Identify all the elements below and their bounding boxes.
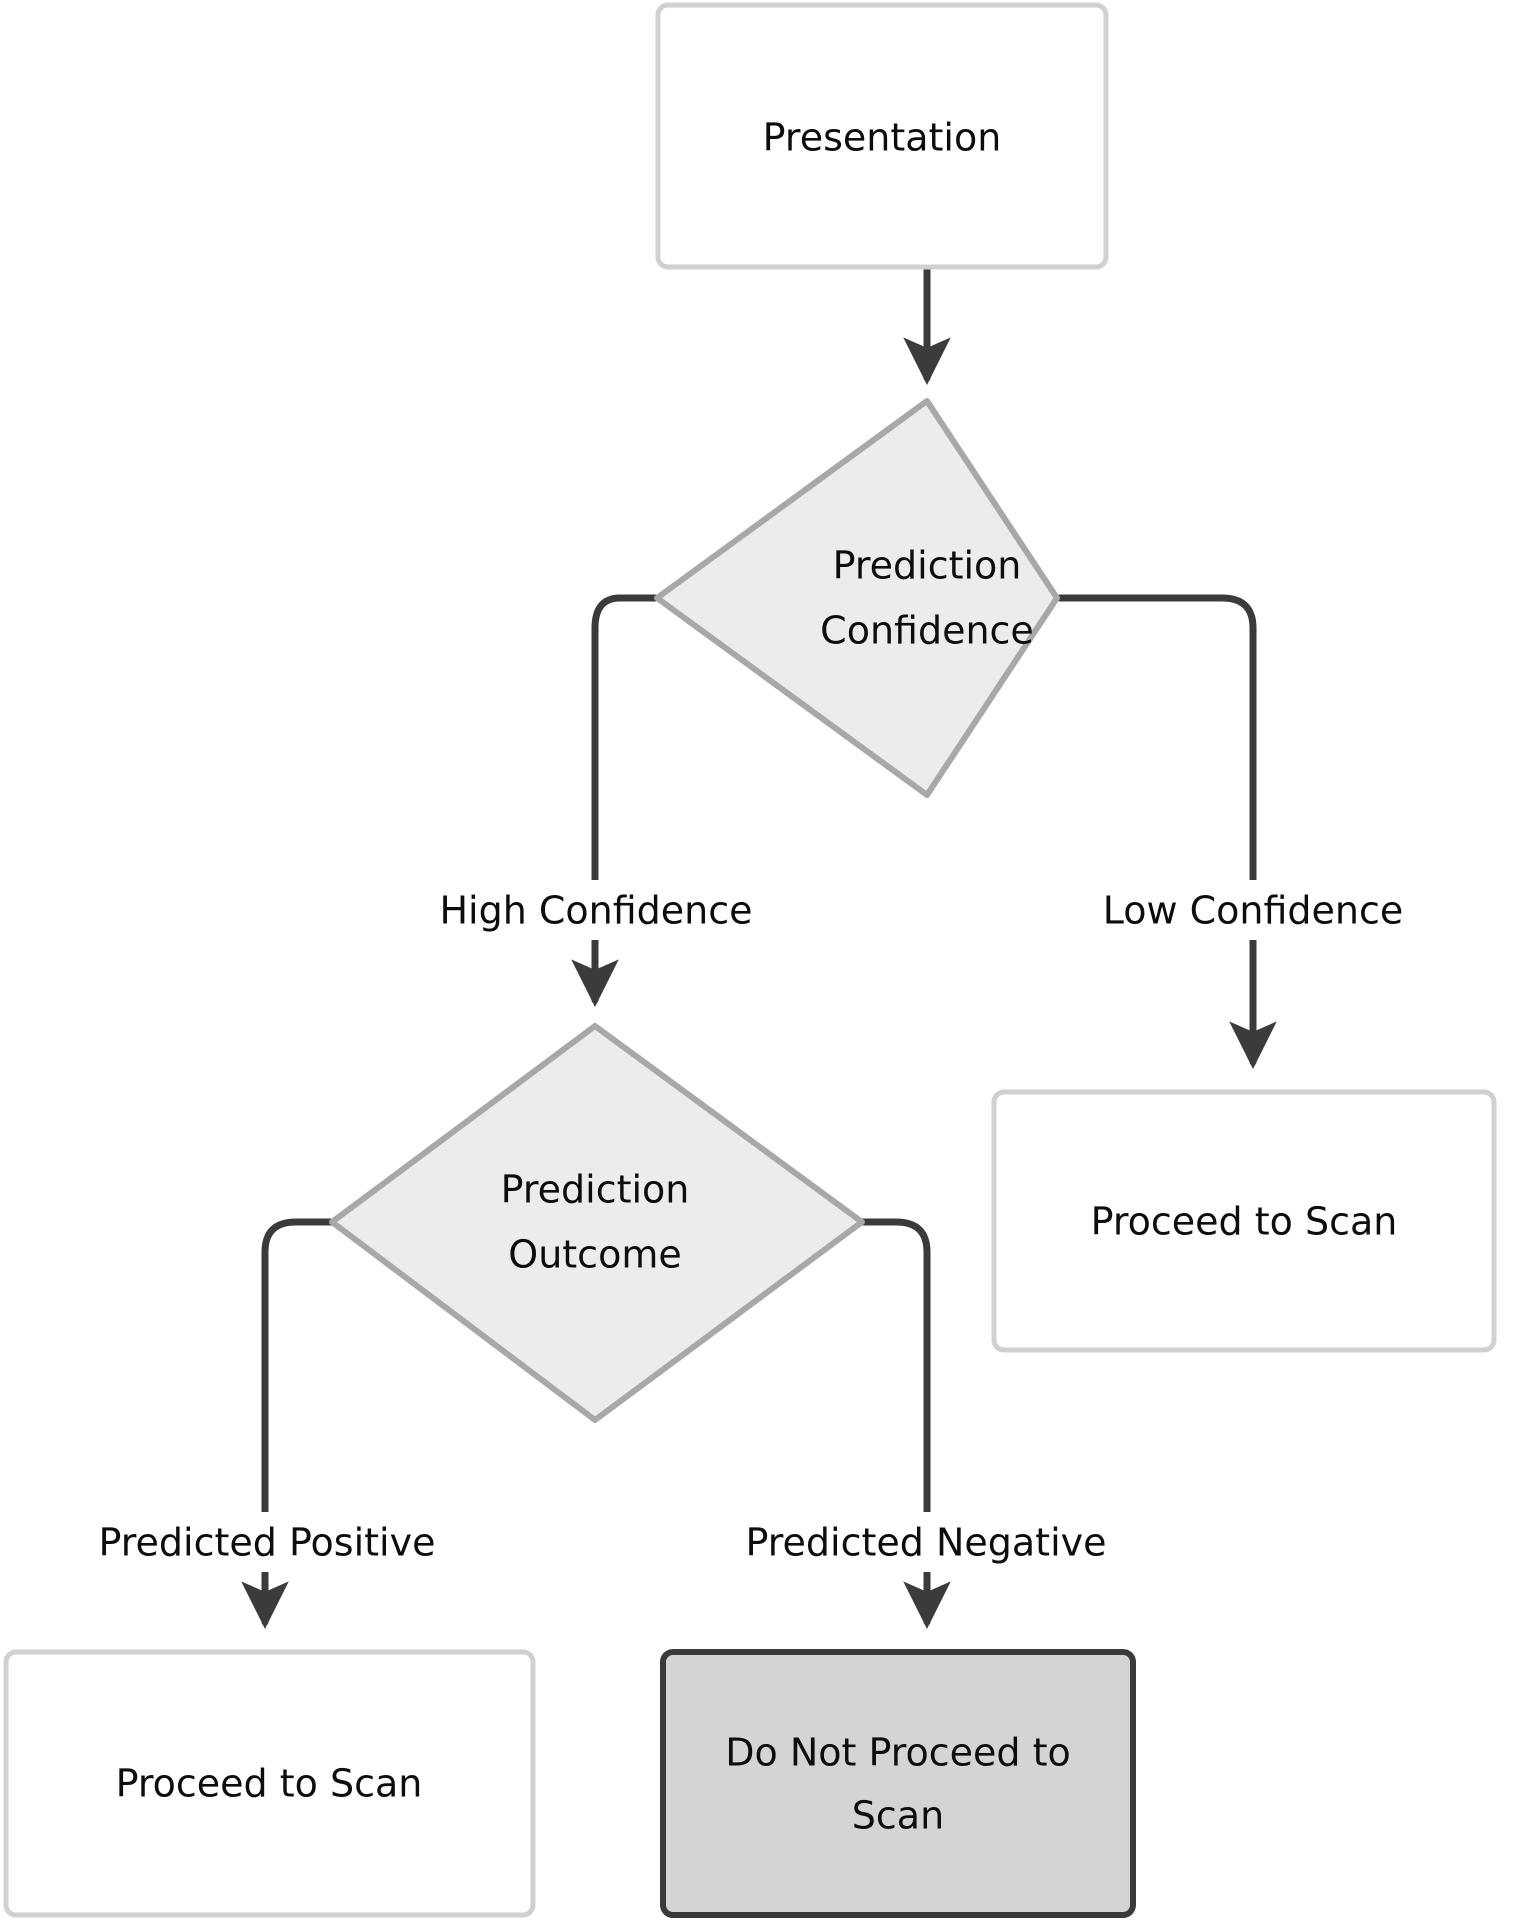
prediction-confidence-label-line2: Confidence [820,609,1034,653]
do-not-proceed-to-scan-label-line1: Do Not Proceed to [725,1731,1071,1775]
prediction-outcome-label-line2: Outcome [508,1233,681,1277]
high-confidence-label: High Confidence [439,889,752,933]
proceed-to-scan-low-confidence-label: Proceed to Scan [1091,1200,1398,1244]
edge-low-confidence [1056,594,1277,1070]
do-not-proceed-to-scan-box[interactable] [660,1649,1136,1918]
proceed-to-scan-positive-box[interactable] [3,1649,536,1918]
predicted-negative-label: Predicted Negative [746,1521,1107,1565]
low-confidence-label-backdrop [1082,880,1424,940]
node-prediction-outcome[interactable]: Prediction Outcome [329,1023,865,1423]
predicted-positive-label: Predicted Positive [99,1521,436,1565]
node-proceed-to-scan-positive[interactable]: Proceed to Scan [3,1649,536,1918]
edge-predicted-positive [241,1218,336,1630]
do-not-proceed-to-scan-label-line2: Scan [852,1794,944,1838]
predicted-negative-label-backdrop [724,1512,1128,1572]
prediction-outcome-label-line1: Prediction [501,1168,690,1212]
proceed-to-scan-low-confidence-box[interactable] [991,1089,1497,1353]
prediction-confidence-diamond[interactable] [654,398,1060,798]
low-confidence-label: Low Confidence [1103,889,1404,933]
node-presentation[interactable]: Presentation [655,2,1109,270]
presentation-box[interactable] [655,2,1109,270]
presentation-label: Presentation [763,116,1002,160]
edge-label-predicted-negative: Predicted Negative [724,1512,1128,1572]
predicted-positive-label-backdrop [68,1512,466,1572]
node-proceed-to-scan-low-confidence[interactable]: Proceed to Scan [991,1089,1497,1353]
high-confidence-label-backdrop [420,880,772,940]
edge-predicted-negative [856,1218,951,1630]
prediction-outcome-diamond[interactable] [329,1023,865,1423]
node-do-not-proceed-to-scan[interactable]: Do Not Proceed to Scan [660,1649,1136,1918]
edge-label-predicted-positive: Predicted Positive [68,1512,466,1572]
edge-high-confidence [571,594,659,1008]
proceed-to-scan-positive-label: Proceed to Scan [116,1762,423,1806]
edge-label-high-confidence: High Confidence [420,880,772,940]
node-prediction-confidence[interactable]: Prediction Confidence [654,398,1060,798]
edge-label-low-confidence: Low Confidence [1082,880,1424,940]
prediction-confidence-label-line1: Prediction [833,544,1022,588]
